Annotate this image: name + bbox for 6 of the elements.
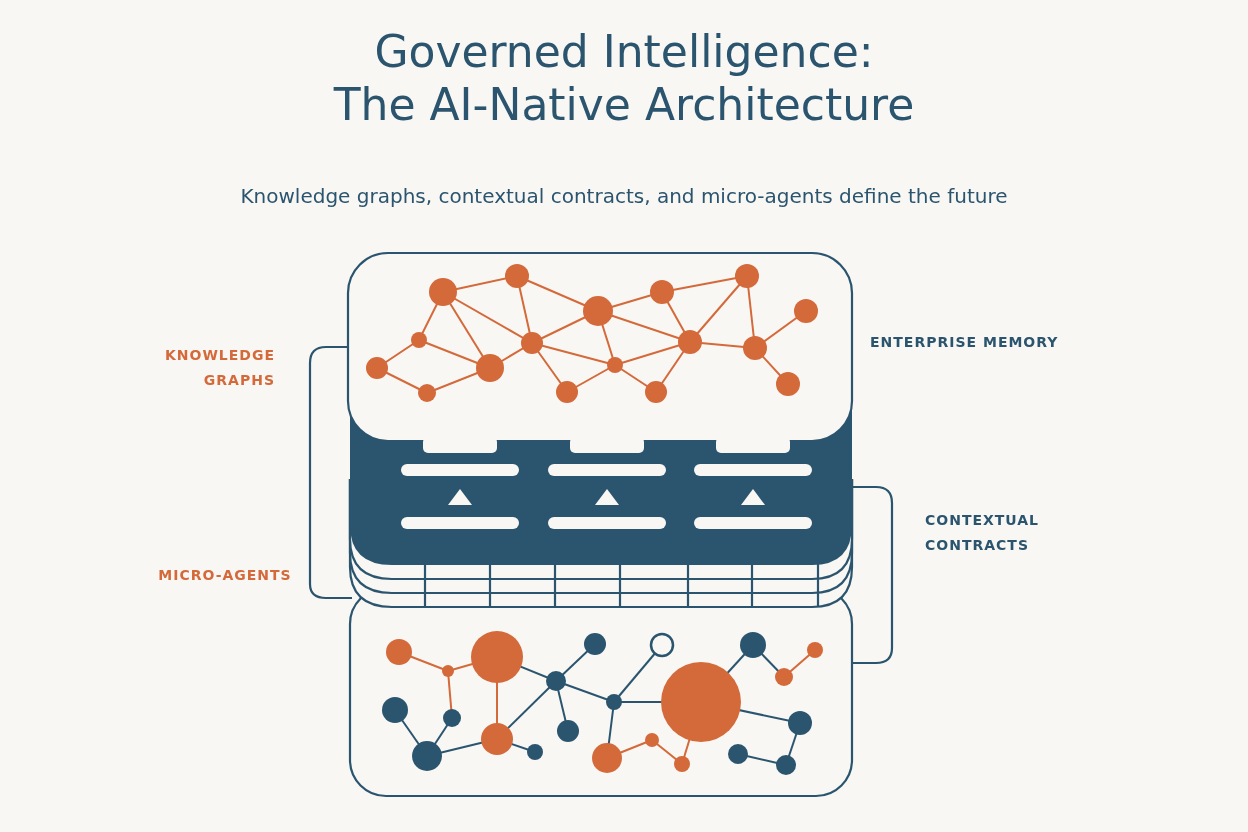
subtitle: Knowledge graphs, contextual contracts, and micro-agents define the future [239,184,1009,208]
callout-label: KNOWLEDGE GRAPHS [163,346,275,390]
callout-label: ENTERPRISE MEMORY [870,333,1060,352]
callout-label: CONTEXTUAL CONTRACTS [925,511,1041,555]
title: Governed Intelligence: The AI-Native Architecture [332,26,916,132]
callout-label: MICRO-AGENTS [157,566,293,585]
